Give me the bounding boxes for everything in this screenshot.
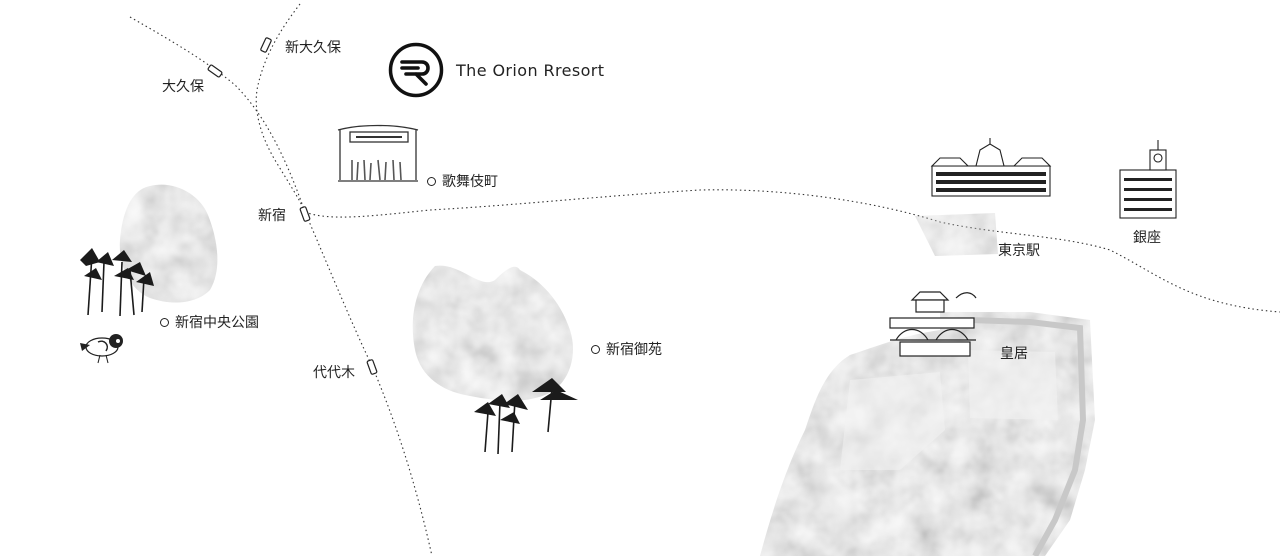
place-label-imperial-palace[interactable]: 皇居 <box>1000 346 1028 362</box>
tokyo-station-building-icon <box>930 138 1052 197</box>
station-label-yoyogi[interactable]: 代代木 <box>313 365 355 381</box>
place-shinjuku-central-park[interactable]: 新宿中央公園 <box>160 312 259 332</box>
park-shapes <box>119 184 1095 556</box>
station-label-okubo[interactable]: 大久保 <box>162 79 204 95</box>
wako-clock-tower-icon <box>1119 140 1177 219</box>
shinjuku-central-park-area <box>119 184 218 303</box>
pine-trees-icon <box>80 248 154 317</box>
orion-r-logo-icon <box>388 42 444 98</box>
shinjuku-gyoen-area <box>412 265 573 401</box>
station-marker-shinjuku <box>299 206 311 222</box>
tokyo-station-area <box>915 213 998 256</box>
brand-name: The Orion Rresort <box>456 60 605 80</box>
brand[interactable]: The Orion Rresort <box>388 42 604 98</box>
kabukicho-gate-icon <box>337 124 419 182</box>
station-marker-shin-okubo <box>260 37 272 53</box>
station-marker-okubo <box>207 64 223 78</box>
place-dot-icon <box>427 176 436 186</box>
place-dot-icon <box>591 344 600 354</box>
station-label-tokyo[interactable]: 東京駅 <box>998 243 1040 259</box>
pine-trees-icon-gyoen <box>474 378 578 455</box>
station-label-shin-okubo[interactable]: 新大久保 <box>285 40 341 56</box>
rail-lines <box>129 3 1280 556</box>
imperial-palace-inner-2 <box>840 372 945 470</box>
bird-icon <box>80 334 123 364</box>
station-label-shinjuku[interactable]: 新宿 <box>258 208 286 224</box>
place-label-shinjuku-gyoen: 新宿御苑 <box>606 342 662 358</box>
place-label-shinjuku-central-park: 新宿中央公園 <box>175 315 259 331</box>
station-markers <box>207 37 378 375</box>
place-dot-icon <box>160 317 169 327</box>
station-marker-yoyogi <box>366 359 378 375</box>
place-shinjuku-gyoen[interactable]: 新宿御苑 <box>591 339 662 359</box>
yamanote-line-north <box>255 3 306 213</box>
place-label-kabukicho: 歌舞伎町 <box>442 174 498 190</box>
imperial-palace-moat <box>969 317 1087 556</box>
place-kabukicho[interactable]: 歌舞伎町 <box>427 171 498 191</box>
place-label-ginza[interactable]: 銀座 <box>1133 230 1161 246</box>
nijubashi-bridge-icon <box>889 291 977 357</box>
imperial-palace-inner <box>968 350 1058 420</box>
